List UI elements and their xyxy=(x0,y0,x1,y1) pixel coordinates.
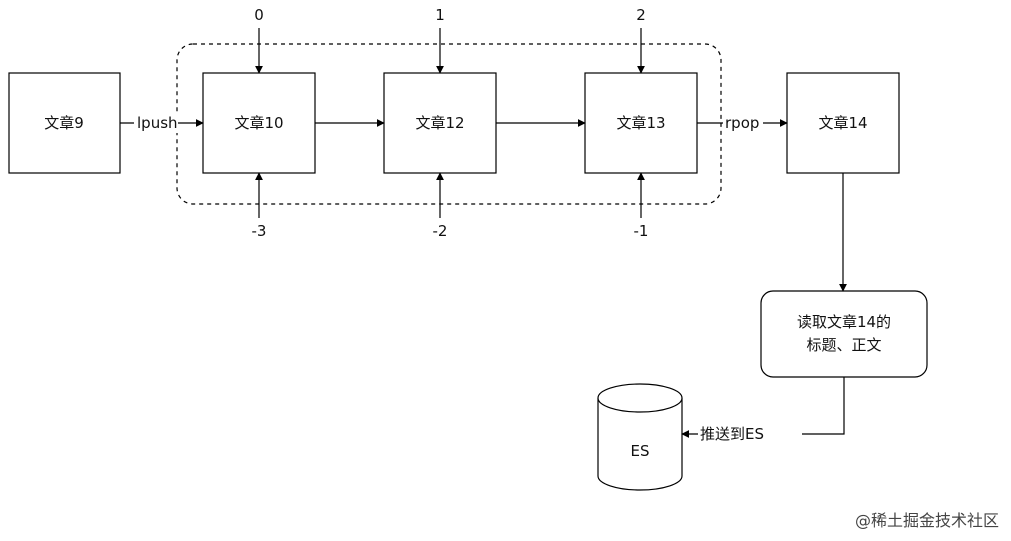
svg-text:rpop: rpop xyxy=(725,114,759,132)
node-article-14-label: 文章14 xyxy=(818,114,867,132)
node-es-database: ES xyxy=(597,383,683,491)
edge-label-push-es: 推送到ES xyxy=(698,424,802,444)
node-article-14: 文章14 xyxy=(786,72,900,174)
index-label-top-0: 0 xyxy=(254,6,264,24)
index-label-top-2: 2 xyxy=(636,6,646,24)
node-article-9: 文章9 xyxy=(8,72,121,174)
node-article-10-label: 文章10 xyxy=(234,114,283,132)
node-article-13: 文章13 xyxy=(584,72,698,174)
node-article-12: 文章12 xyxy=(383,72,497,174)
edge-label-lpush: lpush xyxy=(134,113,178,133)
edge-label-rpop: rpop xyxy=(723,113,763,133)
node-article-9-label: 文章9 xyxy=(44,114,84,132)
svg-text:lpush: lpush xyxy=(137,114,178,132)
node-article-10: 文章10 xyxy=(202,72,316,174)
watermark-text: @稀土掘金技术社区 xyxy=(854,511,999,530)
node-article-13-label: 文章13 xyxy=(616,114,665,132)
node-read-line-2: 标题、正文 xyxy=(806,336,881,354)
index-label-bottom-minus-1: -1 xyxy=(634,222,649,240)
svg-text:推送到ES: 推送到ES xyxy=(700,425,764,443)
index-label-bottom-minus-2: -2 xyxy=(433,222,448,240)
node-article-12-label: 文章12 xyxy=(415,114,464,132)
node-read-line-1: 读取文章14的 xyxy=(797,313,891,331)
index-label-bottom-minus-3: -3 xyxy=(252,222,267,240)
node-read-article: 读取文章14的 标题、正文 xyxy=(760,290,928,378)
node-es-label: ES xyxy=(631,442,650,460)
index-label-top-1: 1 xyxy=(435,6,445,24)
